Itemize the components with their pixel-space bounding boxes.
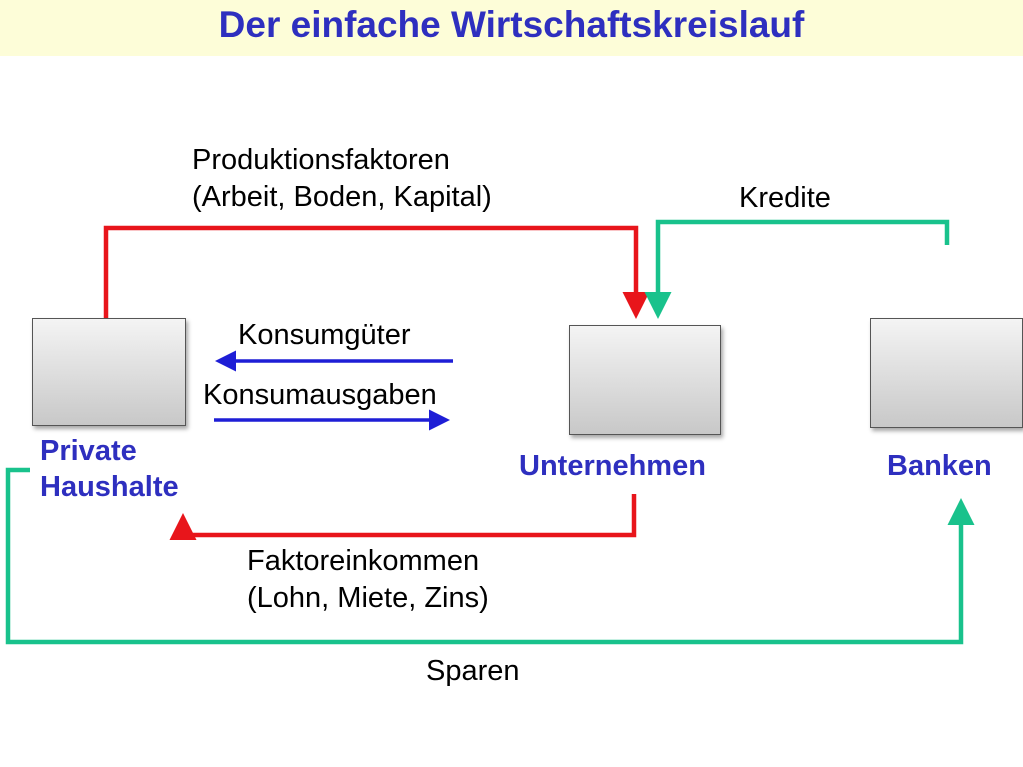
banken-box [870,318,1023,428]
title-bar [0,0,1023,56]
sparen-arrow [5,467,975,645]
produktionsfaktoren-label-line-1: Produktionsfaktoren [192,144,450,176]
faktoreinkommen-label-line-1: Faktoreinkommen [247,545,480,577]
faktoreinkommen-label: Faktoreinkommen (Lohn, Miete, Zins) [247,543,489,617]
produktionsfaktoren-label-line-2: (Arbeit, Boden, Kapital) [192,181,492,213]
banken-label: Banken [887,450,992,482]
unternehmen-label: Unternehmen [519,450,706,482]
produktionsfaktoren-label: Produktionsfaktoren (Arbeit, Boden, Kapi… [192,142,492,216]
produktionsfaktoren-arrow [103,225,650,319]
faktoreinkommen-arrow [169,494,637,540]
haushalte-label-line-1: Private [40,435,137,467]
kredite-label: Kredite [739,182,831,214]
haushalte-box [32,318,186,426]
unternehmen-box [569,325,721,435]
konsumausgaben-label: Konsumausgaben [203,379,437,411]
kredite-arrow [644,219,950,319]
haushalte-label: Private Haushalte [40,433,179,505]
haushalte-label-line-2: Haushalte [40,471,179,503]
konsumgueter-label: Konsumgüter [238,319,411,351]
page-title: Der einfache Wirtschaftskreislauf [218,4,805,45]
faktoreinkommen-label-line-2: (Lohn, Miete, Zins) [247,582,489,614]
sparen-label: Sparen [426,655,520,687]
